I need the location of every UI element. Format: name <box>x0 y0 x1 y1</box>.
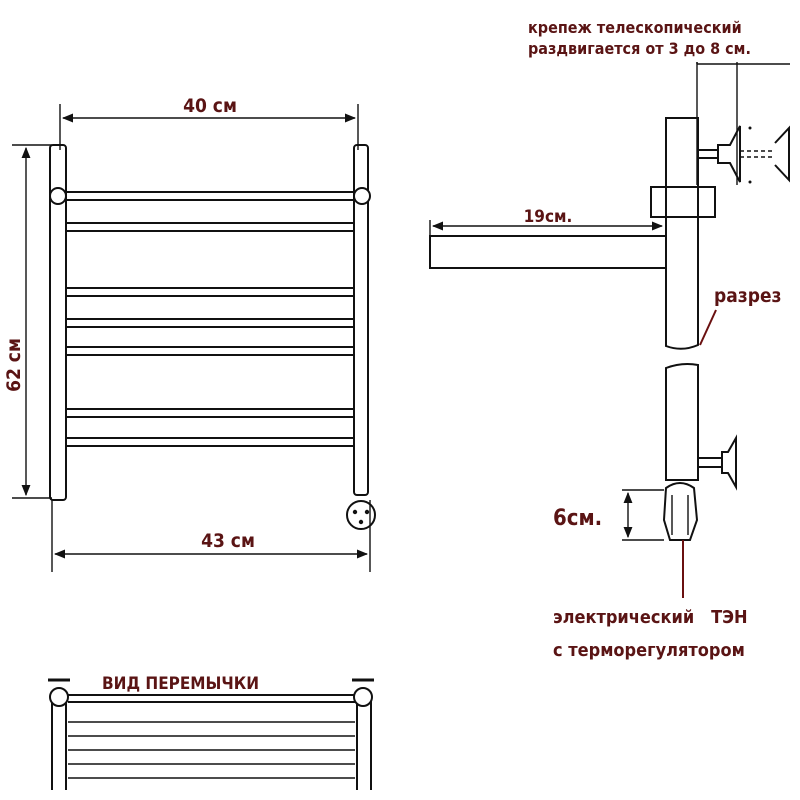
heater-label-line2: с терморегулятором <box>553 640 745 661</box>
height-label: 62 см <box>3 338 25 392</box>
depth-label: 19см. <box>524 207 573 227</box>
upper-wall-bracket <box>698 125 790 184</box>
cut-pointer <box>699 309 717 346</box>
rung <box>65 287 355 297</box>
left-mount-knob <box>49 187 67 205</box>
heater-label-line1: электрический ТЭН <box>553 607 748 628</box>
rung <box>65 437 355 447</box>
jumper-view: ВИД ПЕРЕМЫЧКИ <box>48 674 374 790</box>
heater-body <box>662 482 699 541</box>
rung <box>65 191 355 201</box>
rung <box>65 346 355 356</box>
rung <box>65 408 355 418</box>
rungs <box>65 191 355 447</box>
width-bottom-label: 43 см <box>201 530 255 552</box>
jumper-view-title: ВИД ПЕРЕМЫЧКИ <box>102 674 259 694</box>
horizontal-arm <box>429 235 667 269</box>
jumper-left-knob <box>48 678 70 707</box>
width-top-label: 40 см <box>183 95 237 117</box>
heater-height-label: 6см. <box>553 506 602 531</box>
mount-label-line1: крепеж телескопический <box>528 18 742 37</box>
lower-tube <box>665 363 699 481</box>
lower-wall-bracket <box>698 434 737 491</box>
mount-label-line2: раздвигается от 3 до 8 см. <box>528 39 751 58</box>
side-view: крепеж телескопический раздвигается от 3… <box>429 18 790 661</box>
clamp <box>650 186 716 218</box>
front-view: 40 см 62 см 43 см <box>3 95 376 572</box>
right-mount-knob <box>353 187 371 205</box>
upper-tube <box>665 117 699 350</box>
rung <box>65 318 355 328</box>
heater-plug <box>346 500 376 530</box>
cut-label: разрез <box>714 285 781 307</box>
rung <box>65 222 355 232</box>
jumper-right-knob <box>352 678 374 707</box>
